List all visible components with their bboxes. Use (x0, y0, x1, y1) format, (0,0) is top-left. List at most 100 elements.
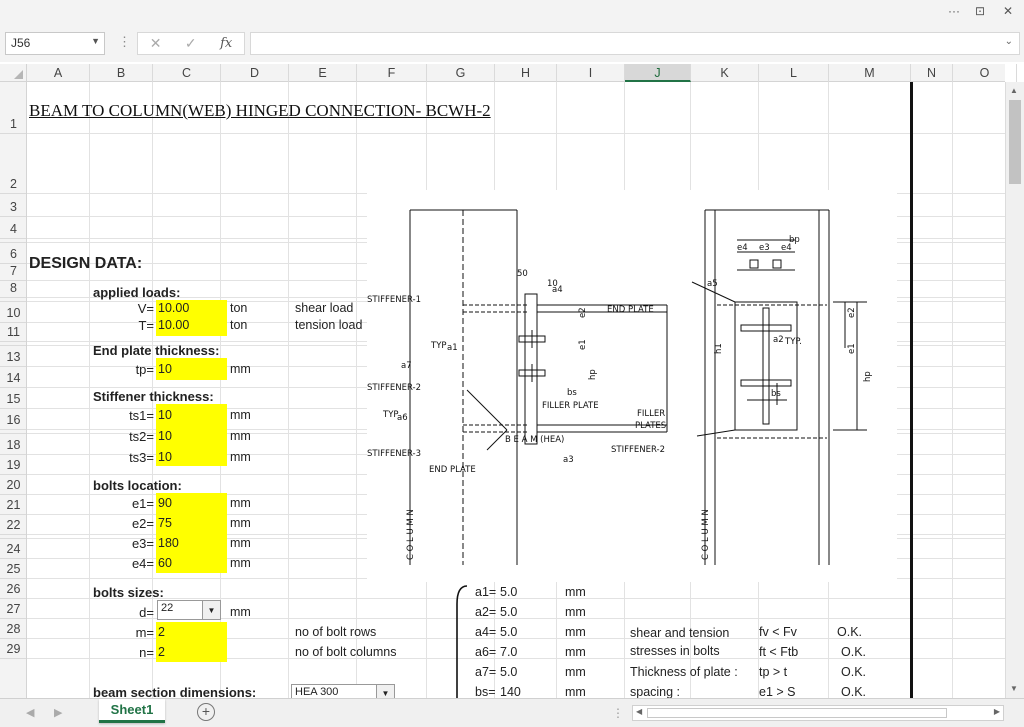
scroll-right-icon[interactable]: ▶ (993, 707, 1000, 716)
row-header-1[interactable]: 1 (0, 82, 26, 134)
a2-value[interactable]: 5.0 (500, 605, 518, 619)
row-header-22[interactable]: 22 (0, 515, 26, 535)
row-header-20[interactable]: 20 (0, 475, 26, 495)
title-bar: ··· ⊡ ✕ (0, 0, 1024, 22)
ts1-value[interactable]: 10 (158, 408, 172, 422)
row-header-2[interactable]: 2 (0, 134, 26, 194)
column-header-i[interactable]: I (557, 64, 625, 82)
insert-function-icon[interactable]: fx (220, 36, 233, 51)
sheet-tab-sheet1[interactable]: Sheet1 (99, 699, 165, 723)
connection-drawing[interactable]: STIFFENER-1 STIFFENER-2 STIFFENER-3 END … (367, 190, 897, 582)
chevron-down-icon[interactable]: ▼ (91, 36, 100, 46)
row-header-28[interactable]: 28 (0, 619, 26, 639)
n-value[interactable]: 2 (158, 645, 165, 659)
chevron-down-icon[interactable]: ▼ (376, 685, 394, 698)
row-header-10[interactable]: 10 (0, 302, 26, 323)
beam-section-dropdown[interactable]: HEA 300 ▼ (291, 684, 395, 698)
sheet-title: BEAM TO COLUMN(WEB) HINGED CONNECTION- B… (29, 101, 491, 120)
tab-split-handle-icon[interactable]: ⋮ (612, 706, 624, 720)
column-header-n[interactable]: N (911, 64, 953, 82)
column-header-h[interactable]: H (495, 64, 557, 82)
name-box[interactable]: J56 ▼ (5, 32, 105, 55)
row-header-12[interactable] (0, 342, 26, 346)
ts3-value[interactable]: 10 (158, 450, 172, 464)
column-header-j[interactable]: J (625, 64, 691, 82)
e4-value[interactable]: 60 (158, 556, 172, 570)
e1-value[interactable]: 90 (158, 496, 172, 510)
row-header-27[interactable]: 27 (0, 599, 26, 619)
worksheet-grid[interactable]: BEAM TO COLUMN(WEB) HINGED CONNECTION- B… (27, 82, 1005, 698)
a4-value[interactable]: 5.0 (500, 625, 518, 639)
column-header-d[interactable]: D (221, 64, 289, 82)
column-header-m[interactable]: M (829, 64, 911, 82)
horizontal-scroll-thumb[interactable] (647, 708, 947, 718)
row-header-16[interactable]: 16 (0, 409, 26, 430)
restore-window-icon[interactable]: ⊡ (974, 4, 986, 18)
column-header-l[interactable]: L (759, 64, 829, 82)
prev-sheet-icon[interactable]: ◀ (26, 707, 35, 719)
row-header-24[interactable]: 24 (0, 539, 26, 559)
row-header-23[interactable] (0, 535, 26, 539)
vertical-scrollbar[interactable]: ▲ ▼ (1005, 82, 1024, 698)
row-header-3[interactable]: 3 (0, 194, 26, 217)
select-all-corner[interactable] (0, 64, 27, 82)
column-header-c[interactable]: C (153, 64, 221, 82)
column-header-k[interactable]: K (691, 64, 759, 82)
row-header-5[interactable] (0, 239, 26, 243)
column-header-b[interactable]: B (90, 64, 153, 82)
formula-bar-separator[interactable]: ⋮ (118, 34, 131, 49)
row-header-6[interactable]: 6 (0, 243, 26, 264)
row-header-11[interactable]: 11 (0, 323, 26, 342)
a7-value[interactable]: 5.0 (500, 665, 518, 679)
label-filler-plate: FILLER PLATE (542, 401, 599, 411)
fv-result: O.K. (837, 625, 863, 639)
row-header-14[interactable]: 14 (0, 367, 26, 388)
expand-formula-icon[interactable]: ⌄ (1004, 36, 1013, 47)
ts2-value[interactable]: 10 (158, 429, 172, 443)
next-sheet-icon[interactable]: ▶ (54, 707, 63, 719)
v-label: V= (137, 301, 154, 316)
vertical-scroll-thumb[interactable] (1009, 100, 1021, 184)
column-header-a[interactable]: A (27, 64, 90, 82)
a6-value[interactable]: 7.0 (500, 645, 518, 659)
enter-icon[interactable]: ✓ (184, 35, 197, 51)
tp-value[interactable]: 10 (158, 362, 172, 376)
column-header-e[interactable]: E (289, 64, 357, 82)
scroll-left-icon[interactable]: ◀ (636, 707, 643, 716)
m-value[interactable]: 2 (158, 625, 165, 639)
a1-value[interactable]: 5.0 (500, 585, 518, 599)
close-window-icon[interactable]: ✕ (1002, 4, 1014, 18)
row-header-7[interactable]: 7 (0, 264, 26, 281)
more-options-icon[interactable]: ··· (948, 4, 960, 18)
add-sheet-icon[interactable]: + (197, 703, 215, 721)
label-beam: B E A M (HEA) (505, 435, 564, 445)
row-header-13[interactable]: 13 (0, 346, 26, 367)
row-header-29[interactable]: 29 (0, 639, 26, 659)
column-header-g[interactable]: G (427, 64, 495, 82)
cancel-icon[interactable]: ✕ (149, 35, 162, 51)
row-header-19[interactable]: 19 (0, 455, 26, 475)
row-header-4[interactable]: 4 (0, 217, 26, 239)
e3-value[interactable]: 180 (158, 536, 179, 550)
horizontal-scrollbar[interactable]: ◀ ▶ (632, 705, 1004, 721)
row-header-21[interactable]: 21 (0, 495, 26, 515)
formula-input[interactable]: ⌄ (250, 32, 1020, 55)
t-value[interactable]: 10.00 (158, 318, 190, 332)
row-header-25[interactable]: 25 (0, 559, 26, 579)
row-header-26[interactable]: 26 (0, 579, 26, 599)
column-header-f[interactable]: F (357, 64, 427, 82)
chevron-down-icon[interactable]: ▼ (202, 601, 220, 619)
row-header-18[interactable]: 18 (0, 434, 26, 455)
row-header-15[interactable]: 15 (0, 388, 26, 409)
row-header-9[interactable] (0, 298, 26, 302)
scroll-up-icon[interactable]: ▲ (1010, 86, 1018, 95)
row-header-17[interactable] (0, 430, 26, 434)
e2-value[interactable]: 75 (158, 516, 172, 530)
check-shear-label: shear and tension (630, 626, 730, 640)
row-header-8[interactable]: 8 (0, 281, 26, 298)
bolt-diameter-dropdown[interactable]: 22 ▼ (157, 600, 221, 620)
scroll-down-icon[interactable]: ▼ (1010, 684, 1018, 693)
v-value[interactable]: 10.00 (158, 301, 190, 315)
bs-value[interactable]: 140 (500, 685, 521, 698)
column-header-o[interactable]: O (953, 64, 1017, 82)
